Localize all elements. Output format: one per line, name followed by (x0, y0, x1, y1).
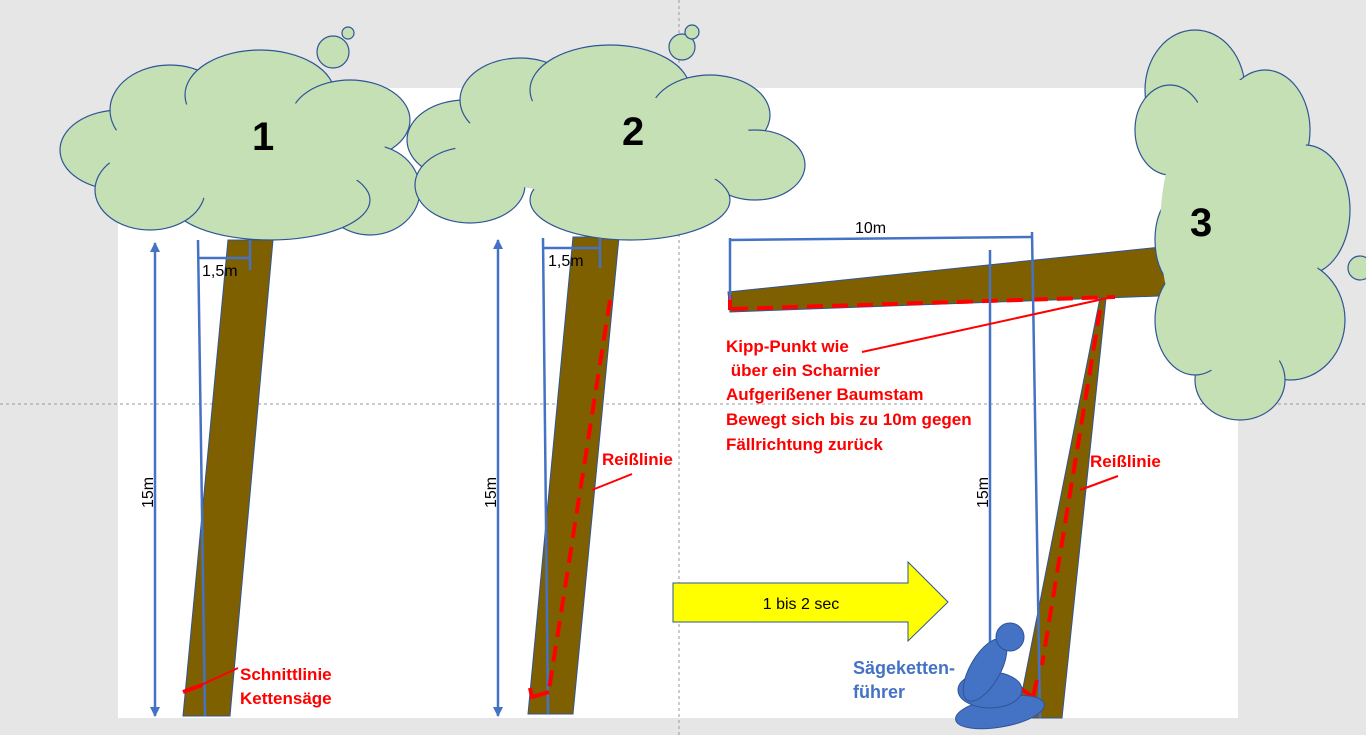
right-arrow-icon[interactable] (672, 560, 949, 643)
arrow-head-icon (493, 239, 503, 249)
tree-number: 2 (622, 110, 644, 154)
annotation-line: Aufgerißener Baumstam (726, 385, 923, 404)
tear-line[interactable] (547, 299, 612, 691)
person-figure[interactable] (953, 622, 1047, 735)
tear-label: Reißlinie (602, 450, 673, 469)
annotation-line: über ein Scharnier (726, 361, 880, 380)
cut-mark[interactable] (182, 683, 203, 694)
distance-arrow[interactable] (729, 235, 1033, 242)
annotation-line: Fällrichtung zurück (726, 435, 883, 454)
person-label: Sägeketten- (853, 658, 955, 678)
tree-2[interactable]: 2 15m 1,5m Reißlinie (406, 24, 806, 717)
vertical-reference-line[interactable] (541, 237, 550, 715)
annotation-line: Bewegt sich bis zu 10m gegen (726, 410, 972, 429)
width-label: 1,5m (202, 263, 238, 280)
cut-label: Schnittlinie (240, 665, 332, 684)
tree-number: 3 (1190, 201, 1212, 245)
callout-line[interactable] (861, 297, 1109, 353)
tree-1[interactable]: 1 15m 1,5m Schnittlinie Kettensäge (59, 26, 421, 717)
callout-line[interactable] (591, 473, 633, 491)
height-label: 15m (483, 477, 500, 508)
tear-label: Reißlinie (1090, 452, 1161, 471)
time-arrow[interactable]: 1 bis 2 sec (672, 560, 949, 643)
height-label: 15m (140, 477, 157, 508)
tree-number: 1 (252, 115, 274, 159)
callout-line[interactable] (200, 667, 239, 686)
tree-3[interactable]: 3 10m 15m Reißlinie (727, 29, 1366, 719)
arrow-label: 1 bis 2 sec (763, 596, 839, 613)
cut-label: Kettensäge (240, 689, 332, 708)
tear-line[interactable] (1040, 309, 1102, 666)
person-label: führer (853, 682, 905, 702)
tear-line-fallen[interactable] (731, 295, 1116, 311)
arrow-head-icon (150, 242, 160, 252)
crown-2[interactable] (406, 24, 806, 241)
arrow-head-icon (493, 707, 503, 717)
annotation-line: Kipp-Punkt wie (726, 337, 849, 356)
vertical-reference-line[interactable] (1030, 231, 1042, 719)
crown-1[interactable] (59, 26, 421, 241)
vertical-reference-line[interactable] (196, 239, 207, 717)
height-label: 15m (975, 477, 992, 508)
arrow-head-icon (150, 707, 160, 717)
crown-3[interactable] (1134, 29, 1366, 421)
callout-line[interactable] (1079, 475, 1119, 491)
annotation-text: Kipp-Punkt wie über ein Scharnier Aufger… (726, 337, 972, 454)
distance-label: 10m (855, 220, 886, 237)
cut-mark[interactable] (528, 687, 550, 700)
width-label: 1,5m (548, 253, 584, 270)
